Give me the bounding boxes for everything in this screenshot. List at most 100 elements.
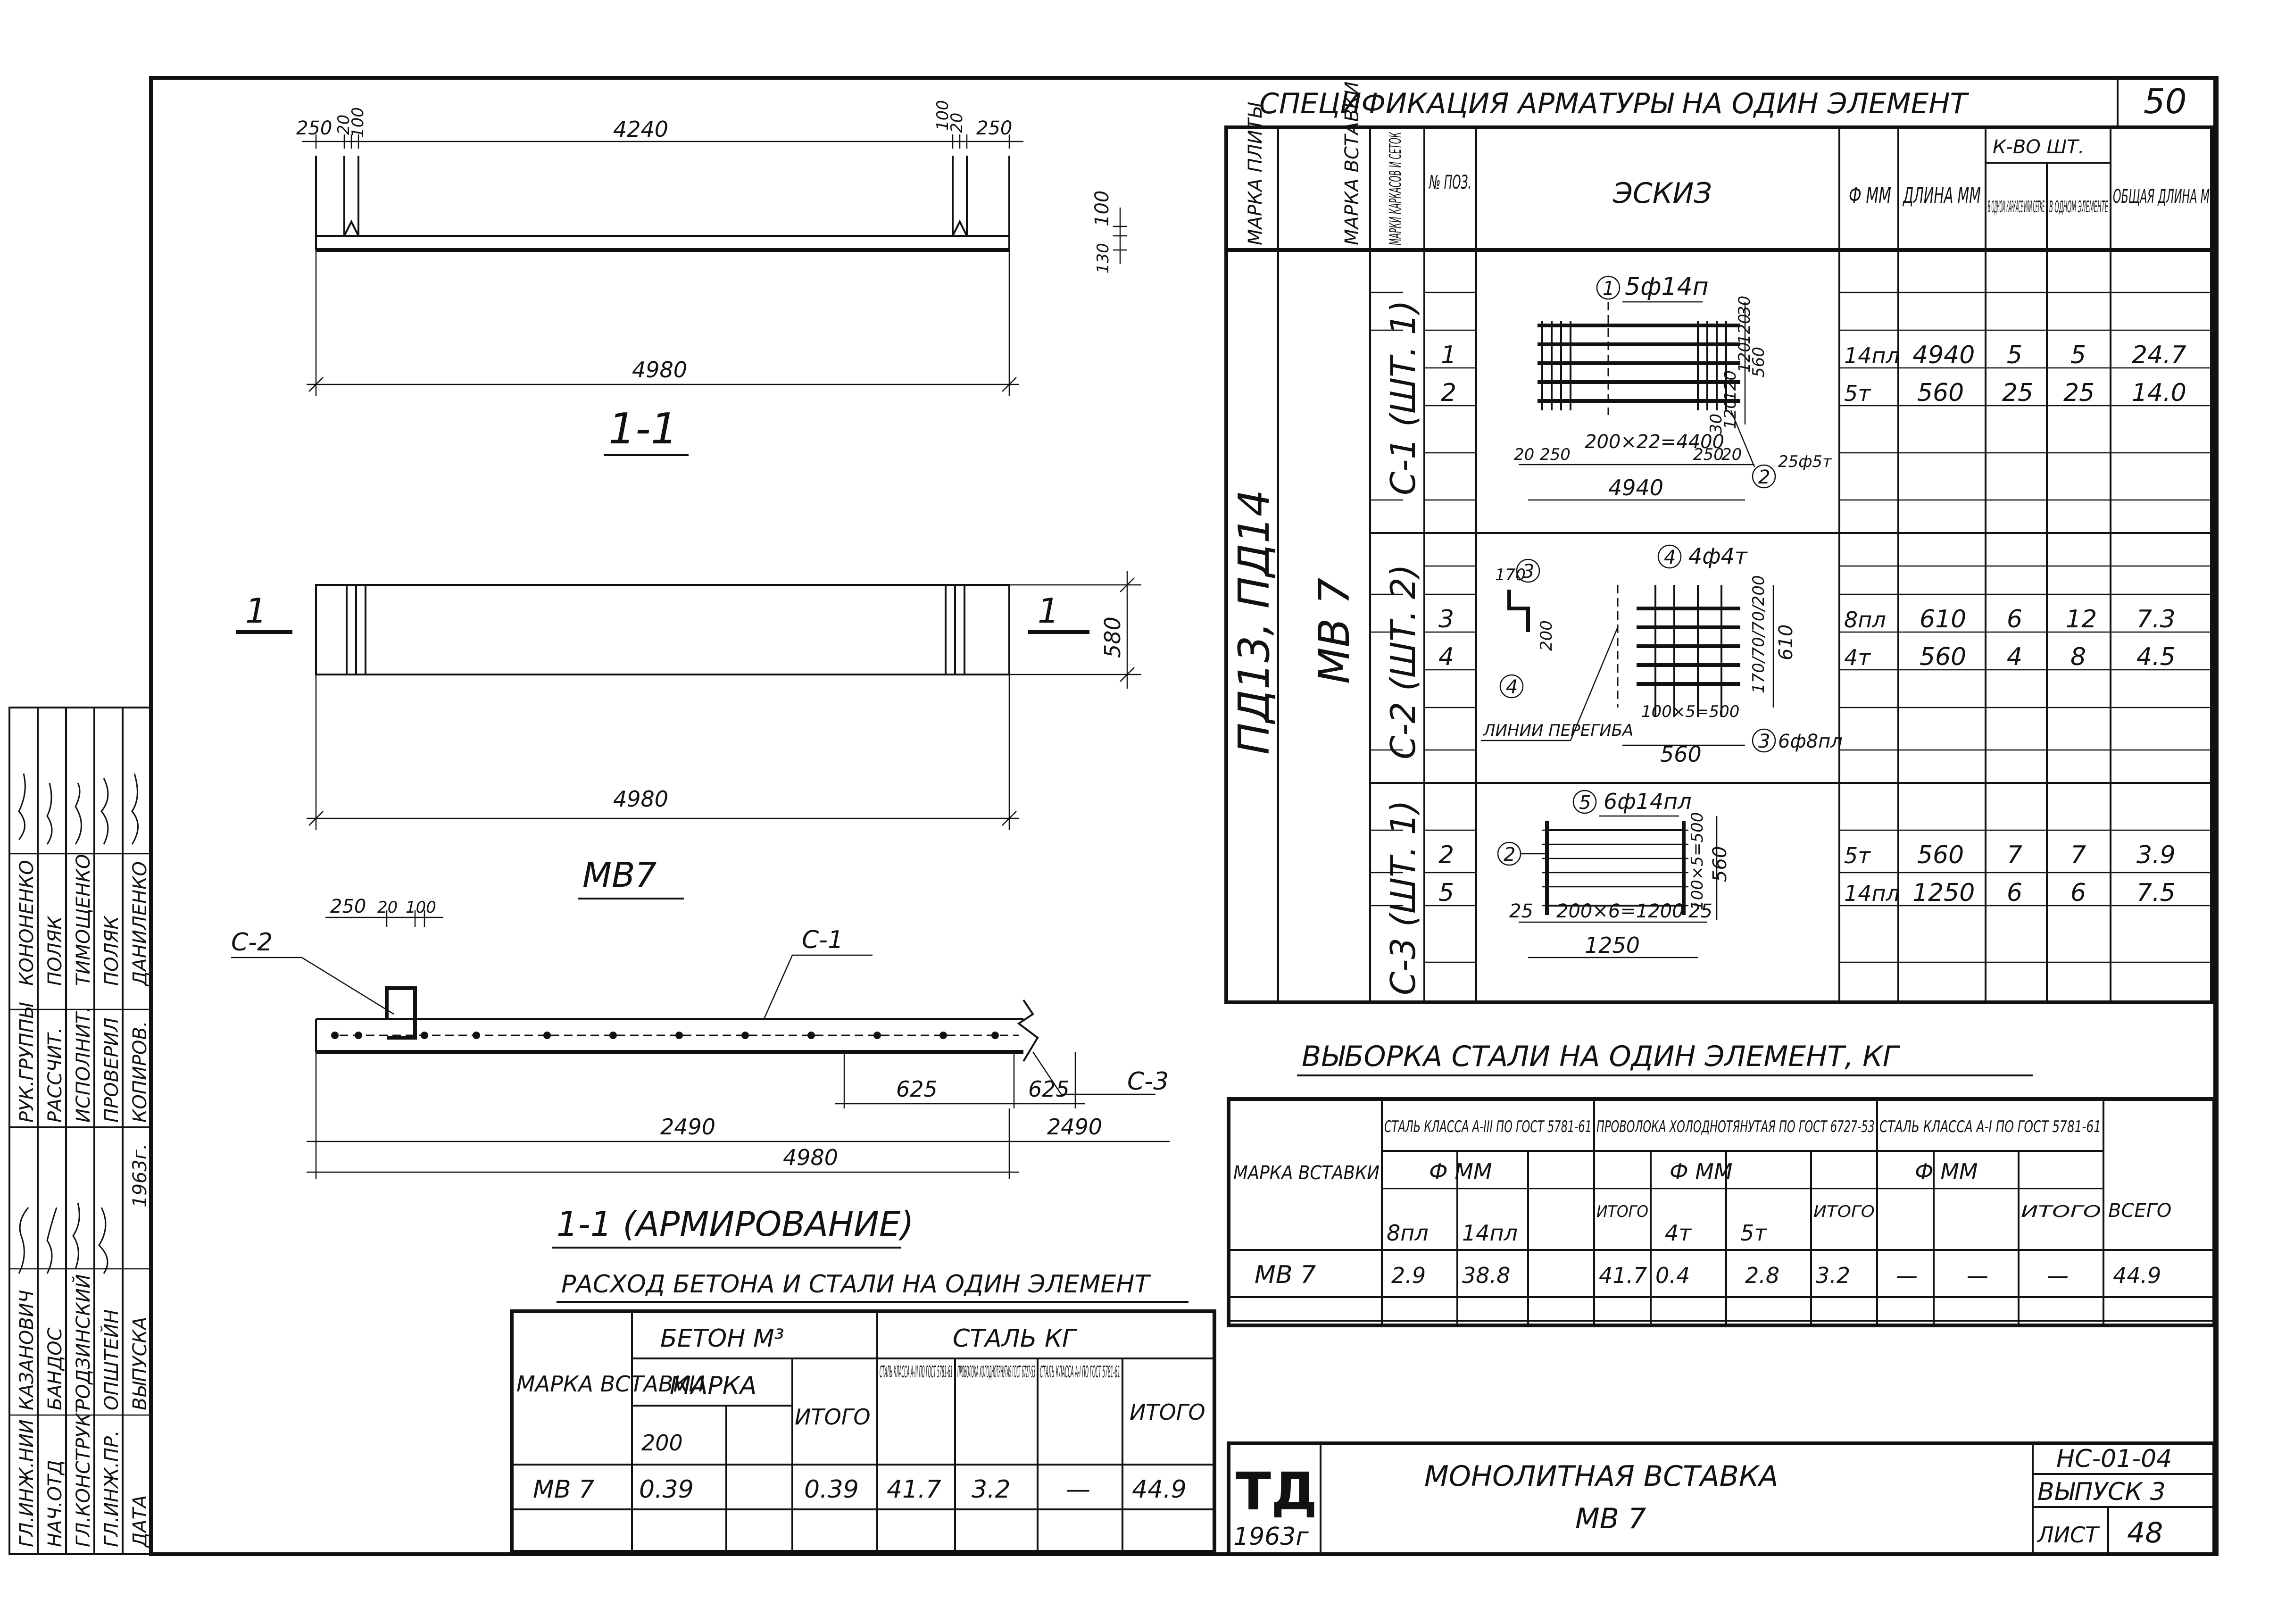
sk2-height: 610: [1775, 625, 1797, 660]
g2-r2-a: 4: [2007, 643, 2022, 671]
g3-r2-b: 6: [2070, 879, 2086, 907]
sk2-call4-top: 4: [1664, 547, 1676, 568]
sk1-side-0: 30: [1735, 296, 1754, 316]
dim-top-4240: 4240: [613, 117, 668, 142]
steel-phi-2: Ф ММ: [1670, 1159, 1733, 1184]
stamp-r0-name: КАЗАНОВИЧ: [16, 1290, 38, 1410]
stamp-r3-name: ОПШТЕЙН: [100, 1309, 123, 1410]
sk1-side-2: 120: [1735, 342, 1754, 373]
spec-karkas-c2: С-2 (ШТ. 2): [1383, 564, 1423, 759]
stamp-r4-name: ВЫПУСКА: [129, 1317, 151, 1410]
spec-vstavka: МВ 7: [1310, 578, 1359, 684]
sk1-side-4: 120: [1721, 399, 1740, 429]
steel-group3: СТАЛЬ КЛАССА А-I ПО ГОСТ 5781-61: [1879, 1117, 2101, 1136]
g2-r2-dlina: 560: [1920, 643, 1966, 671]
ct-stal-a: СТАЛЬ КЛАССА А-III ПО ГОСТ 5781-61: [880, 1363, 953, 1382]
g1-r1-dlina: 4940: [1912, 341, 1975, 369]
g1-r2-a: 25: [2002, 379, 2033, 407]
stamp-r6-role: РАССЧИТ.: [44, 1027, 66, 1123]
ct-beton-200: 200: [641, 1430, 683, 1456]
tb-sheet: 48: [2127, 1516, 2163, 1549]
stamp-r2-name: РОДЗИНСКИЙ: [72, 1274, 94, 1410]
steel-phi-1: Ф ММ: [1429, 1159, 1492, 1184]
sk1-bar2: 25ф5т: [1778, 452, 1832, 471]
g2-r1-b: 12: [2066, 605, 2097, 633]
dim-left-250: 250: [296, 117, 332, 139]
stamp-r7-name: ТИМОЩЕНКО: [73, 854, 94, 986]
g2-r2-pos: 4: [1438, 643, 1454, 671]
sk2-bend: ЛИНИИ ПЕРЕГИБА: [1482, 721, 1633, 740]
sk1-end-2: 250: [1693, 445, 1724, 464]
steel-vsego: ВСЕГО: [2108, 1200, 2171, 1222]
dim-2490-b: 2490: [1047, 1114, 1102, 1140]
sketch-c1: 1 5ф14п 2 25ф5т 560 30 120 120 120 120 3…: [1514, 273, 1832, 501]
ct-stal-itogo: ИТОГО: [1130, 1399, 1205, 1425]
sk1-bar1: 5ф14п: [1625, 273, 1709, 301]
steel-itogo-2: ИТОГО: [1813, 1202, 1875, 1221]
dim-right-v-100: 100: [1091, 191, 1113, 226]
caption-armirovanie: 1-1 (АРМИРОВАНИЕ): [557, 1204, 914, 1244]
hdr-marka-karkasov: МАРКИ КАРКАСОВ И СЕТОК: [1386, 132, 1405, 245]
stamp-signatures: [18, 773, 139, 1274]
tb-sheet-label: ЛИСТ: [2036, 1522, 2100, 1548]
plan-view: 1 1 580 4980: [236, 571, 1141, 830]
cut-mark-right: 1: [1038, 591, 1059, 631]
stamp-r5-role: РУК.ГРУППЫ: [16, 1002, 38, 1123]
stamp-r9-role: КОПИРОВ.: [129, 1021, 151, 1123]
steel-row-itogo1: 41.7: [1599, 1263, 1647, 1288]
ct-row-itogo: 0.39: [804, 1475, 859, 1504]
ct-row-a1: —: [1066, 1475, 1090, 1504]
g2-r2-b: 8: [2070, 643, 2086, 671]
steel-itogo-1: ИТОГО: [1596, 1202, 1648, 1221]
steel-title: ВЫБОРКА СТАЛИ НА ОДИН ЭЛЕМЕНТ, КГ: [1302, 1040, 1901, 1073]
dim-bottom-4980: 4980: [632, 357, 687, 383]
g3-r1-phi: 5т: [1844, 843, 1871, 868]
spec-table: СПЕЦИФИКАЦИЯ АРМАТУРЫ НА ОДИН ЭЛЕМЕНТ 50…: [1224, 78, 2214, 1004]
g2-r1-pos: 3: [1438, 605, 1454, 633]
sk3-call2: 2: [1504, 844, 1515, 866]
title-block: ТД 1963г МОНОЛИТНАЯ ВСТАВКА МВ 7 НС-01-0…: [1227, 1441, 2216, 1556]
spec-karkas-c1: С-1 (ШТ. 1): [1383, 300, 1423, 495]
section-mb7: МВ7 250 20 100 С-2: [231, 855, 1170, 1249]
section-bar-dots: [331, 1032, 999, 1039]
sec-dim-100: 100: [406, 898, 436, 917]
g1-r1-pos: 1: [1441, 341, 1456, 369]
sk1-end-3: 20: [1721, 445, 1742, 464]
sk1-end-1: 250: [1540, 445, 1571, 464]
stamp-r1-role: НАЧ.ОТД: [44, 1460, 66, 1547]
dim-2490-a: 2490: [660, 1114, 715, 1140]
sk2-call3: 3: [1758, 731, 1770, 752]
hdr-kolvo-a: В ОДНОМ КАРКАСЕ ИЛИ СЕТКЕ: [1988, 198, 2045, 217]
steel-sample-table: ВЫБОРКА СТАЛИ НА ОДИН ЭЛЕМЕНТ, КГ МАРКА …: [1227, 1040, 2216, 1327]
stamp-r0-role: ГЛ.ИНЖ.НИИ: [16, 1419, 38, 1547]
label-c2: С-2: [231, 928, 273, 957]
stamp-r4-role: ДАТА: [129, 1495, 151, 1548]
g1-r1-phi: 14пл: [1844, 343, 1900, 368]
sk1-side-3: 120: [1721, 370, 1740, 401]
stamp-r9-name: ДАНИЛЕНКО: [129, 861, 151, 987]
drawing-frame: [149, 76, 2219, 1556]
sk2-bar4: 4ф4т: [1688, 543, 1748, 569]
steel-row-8pl: 2.9: [1391, 1263, 1426, 1288]
hdr-phi: Ф ММ: [1849, 183, 1891, 208]
cut-mark-left: 1: [245, 591, 267, 631]
sk2-bottom: 100×5=500: [1641, 702, 1739, 721]
sk2-call4-left: 4: [1506, 676, 1518, 698]
hdr-kolvo: К-ВО ШТ.: [1993, 136, 2084, 158]
g3-r1-dlina: 560: [1917, 841, 1964, 869]
caption-1-1: 1-1: [608, 404, 678, 454]
ct-beton-marka: МАРКА: [670, 1372, 756, 1400]
steel-row-itogo2: 3.2: [1816, 1263, 1850, 1288]
sk1-side-1: 120: [1735, 314, 1754, 344]
ct-beton: БЕТОН М³: [660, 1324, 784, 1353]
g3-r2-obsh: 7.5: [2136, 879, 2176, 907]
g1-r1-a: 5: [2007, 341, 2022, 369]
sk2-total: 560: [1660, 741, 1702, 767]
dim-right-v-130: 130: [1094, 243, 1113, 274]
g1-r2-pos: 2: [1441, 379, 1456, 407]
g2-r1-phi: 8пл: [1844, 607, 1886, 633]
stamp-r3-role: ГЛ.ИНЖ.ПР.: [101, 1430, 123, 1547]
sk3-call5: 5: [1579, 792, 1591, 814]
spec-title: СПЕЦИФИКАЦИЯ АРМАТУРЫ НА ОДИН ЭЛЕМЕНТ: [1259, 87, 1970, 120]
